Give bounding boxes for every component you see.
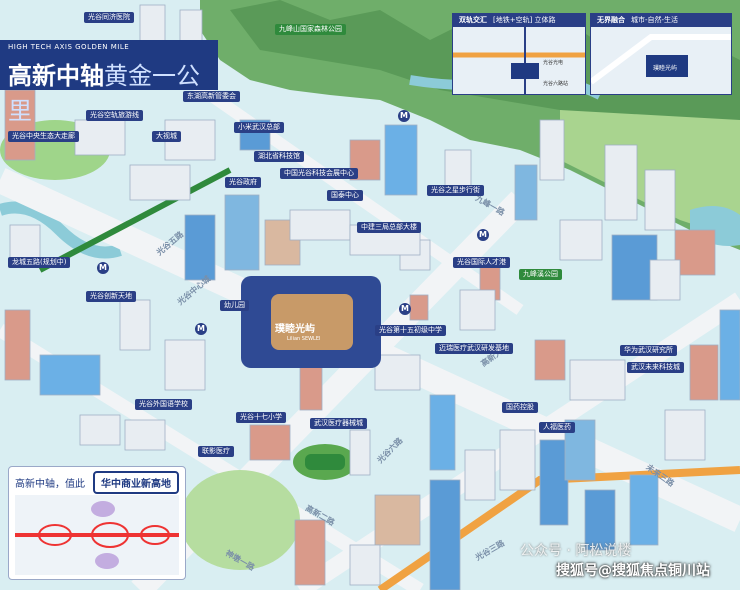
inset-transport-header: 双轨交汇 [地铁+空轨] 立体路 — [453, 14, 585, 27]
title-banner: HIGH TECH AXIS GOLDEN MILE 高新中轴黄金一公里 — [0, 40, 218, 125]
inset-nature: 无界融合城市-自然-生活 璞睦光屿 — [590, 13, 732, 95]
title-cn: 高新中轴黄金一公里 — [8, 56, 218, 126]
building-cluster — [4, 4, 740, 590]
inset-transport-sub: [地铁+空轨] 立体路 — [493, 16, 556, 24]
poi-exhibition: 东湖高新管委会 — [183, 91, 240, 102]
title-cn-bold: 高新中轴 — [8, 62, 104, 90]
metro-icon: M — [398, 110, 410, 122]
poi-union-med: 武汉医疗器械城 — [310, 418, 367, 429]
poi-huawei: 华为武汉研究所 — [620, 345, 677, 356]
promo-box: 高新中轴，值此 华中商业新高地 — [8, 466, 186, 580]
project-pad-inner — [271, 294, 353, 350]
inset-nature-sub: 城市-自然-生活 — [631, 16, 679, 24]
metro-icon: M — [399, 303, 411, 315]
inset-nature-station: 璞睦光屿 — [653, 65, 678, 72]
poi-medical: 迈瑞医疗武汉研发基地 — [435, 343, 513, 354]
promo-mini-map — [15, 495, 179, 575]
poi-school17: 光谷十七小学 — [236, 412, 286, 423]
watermark-faint: 公众号 · 阿松说楼 — [520, 543, 632, 559]
project-pad: 璞睦光屿 Lilian SEWLEI — [241, 276, 381, 368]
poi-wholesale: 人福医药 — [539, 422, 575, 433]
stadium-field — [305, 454, 345, 470]
poi-xiaomi: 小米武汉总部 — [234, 122, 284, 133]
inset-station-b: 光谷六路站 — [543, 81, 569, 87]
poi-big-vision: 大视城 — [152, 131, 181, 142]
poi-guanggu-gov: 光谷政府 — [225, 177, 261, 188]
title-cn-light: 黄金一公里 — [8, 62, 200, 125]
poi-lake-park: 光谷中央生态大走廊 — [8, 131, 79, 142]
poi-kinder: 幼儿园 — [220, 300, 249, 311]
poi-talent: 光谷国际人才港 — [453, 257, 510, 268]
poi-zhongjian: 中建三局总部大楼 — [357, 222, 421, 233]
river-left — [0, 201, 122, 259]
poi-lianying: 联影医疗 — [198, 446, 234, 457]
poi-foreign-school: 光谷外国语学校 — [135, 399, 192, 410]
metro-icon: M — [477, 229, 489, 241]
metro-icon: M — [195, 323, 207, 335]
project-sub: Lilian SEWLEI — [287, 336, 321, 342]
inset-transport-map — [453, 27, 585, 94]
watermark-main: 搜狐号@搜狐焦点铜川站 — [556, 563, 710, 579]
project-name: 璞睦光屿 — [275, 324, 315, 335]
poi-hubei-tech: 湖北省科技馆 — [254, 151, 304, 162]
title-en: HIGH TECH AXIS GOLDEN MILE — [8, 43, 130, 51]
promo-highlight: 华中商业新高地 — [93, 471, 179, 494]
poi-guanggu-5: 光谷创新天地 — [86, 291, 136, 302]
poi-school15: 光谷第十五初级中学 — [375, 325, 446, 336]
inset-nature-label: 无界融合 — [597, 16, 625, 24]
inset-nature-header: 无界融合城市-自然-生活 — [591, 14, 731, 27]
poi-weilai: 武汉未来科技城 — [627, 362, 684, 373]
metro-icon: M — [97, 262, 109, 274]
poi-longshan: 龙城五路(规划中) — [8, 257, 71, 268]
inset-transport: 双轨交汇 [地铁+空轨] 立体路 光谷光电 光谷六路站 — [452, 13, 586, 95]
poi-sky-rail: 光谷空轨旅游线 — [86, 110, 143, 121]
green-rail-line — [38, 167, 232, 273]
poi-guoyou-center: 国泰中心 — [327, 190, 363, 201]
poi-hospital: 光谷同济医院 — [84, 12, 134, 23]
poi-sci-park: 中国光谷科技会展中心 — [280, 168, 358, 179]
inset-transport-label: 双轨交汇 — [459, 16, 487, 24]
poi-guoyao: 国药控股 — [502, 402, 538, 413]
inset-nature-map — [591, 27, 731, 94]
poi-walk-street: 光谷之星步行街 — [427, 185, 484, 196]
inset-station-a: 光谷光电 — [543, 60, 564, 66]
park-bottom — [180, 470, 300, 570]
poi-jiufeng-park: 九峰山国家森林公园 — [275, 24, 346, 35]
poi-jiufeng-xi: 九峰溪公园 — [519, 269, 562, 280]
promo-lead: 高新中轴，值此 — [15, 479, 85, 490]
